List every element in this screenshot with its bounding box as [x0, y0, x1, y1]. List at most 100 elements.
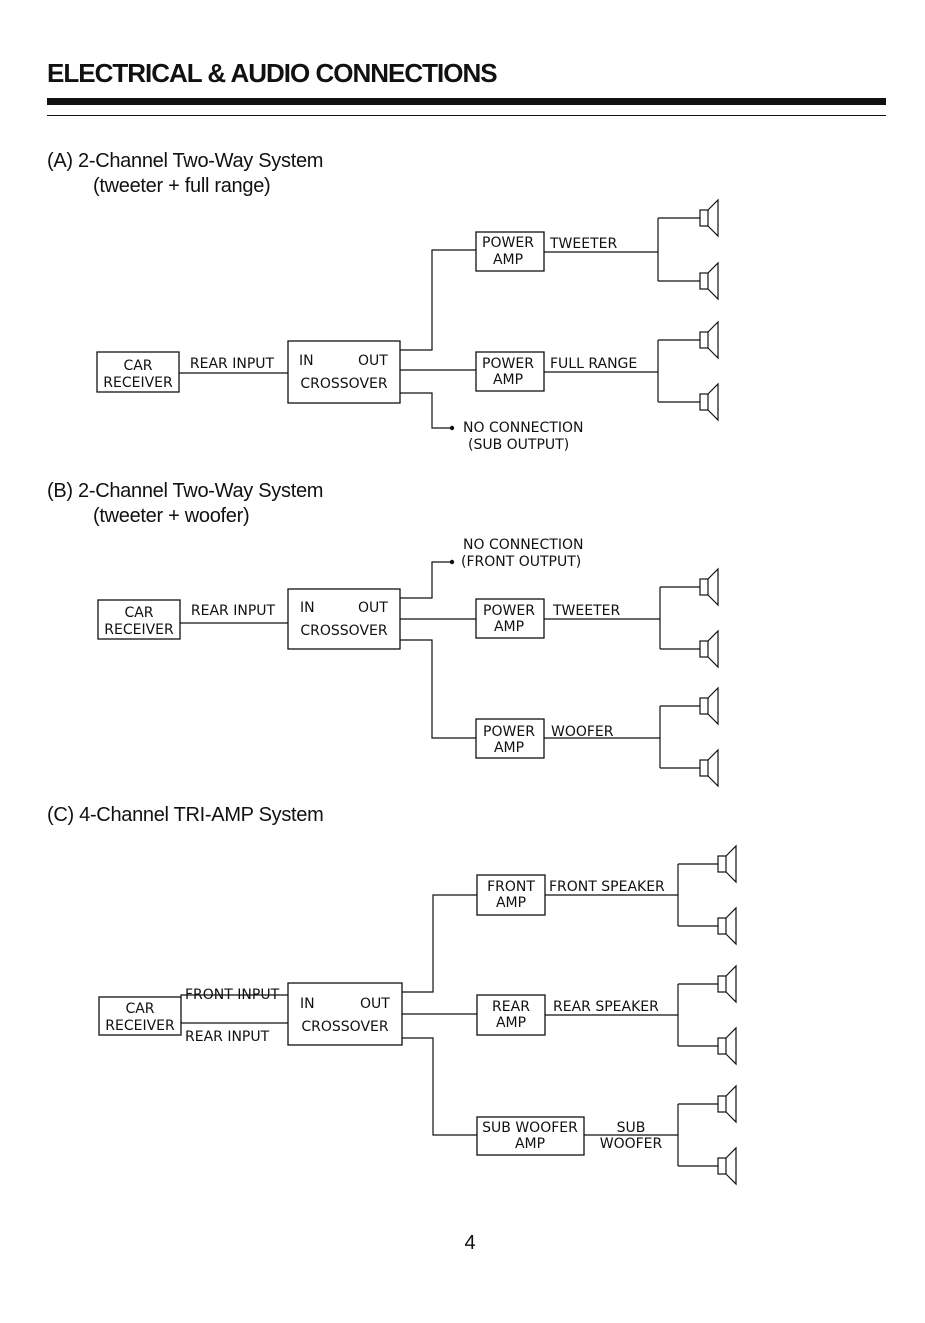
speaker-icon: [699, 320, 719, 360]
car-receiver-box: [97, 599, 181, 640]
crossover-name-label: CROSSOVER: [301, 1019, 388, 1035]
car-receiver-label: CAR: [123, 358, 152, 374]
page-title: ELECTRICAL & AUDIO CONNECTIONS: [47, 58, 498, 88]
output-label: FULL RANGE: [550, 356, 637, 372]
no-connection-note: NO CONNECTION: [463, 537, 583, 553]
speaker-icon: [699, 686, 719, 726]
wire-front-input: [180, 994, 288, 997]
diagram-a: CAR RECEIVER REAR INPUT IN OUT CROSSOVER…: [96, 198, 719, 453]
speaker-icon: [717, 844, 737, 884]
car-receiver-box: [96, 351, 180, 393]
amp-label: AMP: [493, 372, 523, 388]
power-amp-box: [475, 718, 545, 759]
no-connection-dot: [449, 425, 455, 431]
amp-label: POWER: [483, 724, 535, 740]
car-receiver-label: RECEIVER: [104, 622, 174, 638]
crossover-in-label: IN: [300, 996, 315, 1012]
header-rule-thin: [47, 115, 886, 116]
speaker-icon: [717, 964, 737, 1004]
section-c-heading: (C) 4-Channel TRI-AMP System: [47, 803, 324, 828]
speaker-icon: [717, 906, 737, 946]
section-a-subtitle: (tweeter + full range): [93, 175, 271, 197]
section-b-title: (B) 2-Channel Two-Way System: [47, 480, 324, 502]
car-receiver-box: [98, 996, 182, 1036]
wire-woofer-speakers: [544, 705, 700, 769]
wire-rear-speakers: [545, 983, 718, 1047]
speaker-icon: [699, 629, 719, 669]
car-receiver-label: RECEIVER: [105, 1018, 175, 1034]
amp-label: AMP: [515, 1136, 545, 1152]
wire-out-upper-tweeter: [400, 249, 476, 351]
amp-label: SUB WOOFER: [482, 1120, 578, 1136]
crossover-name-label: CROSSOVER: [300, 376, 387, 392]
no-connection-note: (FRONT OUTPUT): [461, 554, 581, 570]
output-label: TWEETER: [552, 603, 620, 619]
crossover-out-label: OUT: [360, 996, 390, 1012]
amp-label: AMP: [494, 740, 524, 756]
speaker-icon: [699, 748, 719, 788]
crossover-name-label: CROSSOVER: [300, 623, 387, 639]
speaker-icon: [717, 1026, 737, 1066]
amp-label: AMP: [493, 252, 523, 268]
speaker-icon: [699, 567, 719, 607]
amp-label: FRONT: [487, 879, 535, 895]
section-b-subtitle: (tweeter + woofer): [93, 505, 250, 527]
rear-amp-box: [476, 994, 546, 1036]
amp-label: AMP: [494, 619, 524, 635]
crossover-in-label: IN: [300, 600, 315, 616]
output-label: WOOFER: [600, 1136, 663, 1152]
output-label: SUB: [617, 1120, 646, 1136]
rear-input-label: REAR INPUT: [191, 603, 276, 619]
amp-label: POWER: [482, 356, 534, 372]
wire-out-lower-sub: [400, 392, 450, 429]
sub-woofer-amp-box: [476, 1116, 585, 1156]
section-a-heading: (A) 2-Channel Two-Way System (tweeter + …: [47, 149, 323, 199]
wire-out-lower-sub: [402, 1037, 477, 1136]
wire-fullrange-speakers: [544, 339, 700, 403]
diagram-b: NO CONNECTION (FRONT OUTPUT) CAR RECEIVE…: [97, 537, 719, 788]
wire-front-speakers: [545, 863, 718, 927]
speaker-icon: [717, 1084, 737, 1124]
power-amp-box: [475, 598, 545, 639]
output-label: FRONT SPEAKER: [549, 879, 665, 895]
power-amp-box: [475, 231, 545, 272]
page-number: 4: [464, 1232, 476, 1254]
amp-label: REAR: [492, 999, 530, 1015]
section-c-title: (C) 4-Channel TRI-AMP System: [47, 804, 324, 826]
rear-input-label: REAR INPUT: [185, 1029, 270, 1045]
output-label: WOOFER: [551, 724, 614, 740]
wire-out-upper-front: [402, 894, 477, 993]
no-connection-note: (SUB OUTPUT): [468, 437, 569, 453]
crossover-out-label: OUT: [358, 600, 388, 616]
diagram-c: FRONT INPUT REAR INPUT CAR RECEIVER IN O…: [98, 844, 737, 1186]
car-receiver-label: RECEIVER: [103, 375, 173, 391]
crossover-out-label: OUT: [358, 353, 388, 369]
amp-label: POWER: [483, 603, 535, 619]
output-label: REAR SPEAKER: [553, 999, 659, 1015]
amp-label: AMP: [496, 1015, 526, 1031]
amp-label: POWER: [482, 235, 534, 251]
car-receiver-label: CAR: [125, 1001, 154, 1017]
wire-tweeter-speakers: [544, 217, 700, 282]
speaker-icon: [717, 1146, 737, 1186]
wire-tweeter-speakers: [544, 586, 700, 650]
section-b-heading: (B) 2-Channel Two-Way System (tweeter + …: [47, 479, 323, 529]
section-a-title: (A) 2-Channel Two-Way System: [47, 150, 324, 172]
speaker-icon: [699, 382, 719, 422]
power-amp-box: [475, 351, 545, 392]
crossover-in-label: IN: [299, 353, 314, 369]
crossover-box: [287, 982, 403, 1046]
no-connection-dot: [449, 559, 455, 565]
no-connection-note: NO CONNECTION: [463, 420, 583, 436]
wire-out-upper-front: [400, 561, 450, 599]
amp-label: AMP: [496, 895, 526, 911]
wire-out-lower-woofer: [400, 639, 476, 739]
front-input-label: FRONT INPUT: [185, 987, 280, 1003]
output-label: TWEETER: [549, 236, 617, 252]
header-rule-thick: [47, 98, 886, 105]
crossover-box: [287, 340, 401, 404]
speaker-icon: [699, 198, 719, 238]
front-amp-box: [476, 874, 546, 916]
speaker-icon: [699, 261, 719, 301]
wire-sub-speakers: [584, 1103, 718, 1167]
